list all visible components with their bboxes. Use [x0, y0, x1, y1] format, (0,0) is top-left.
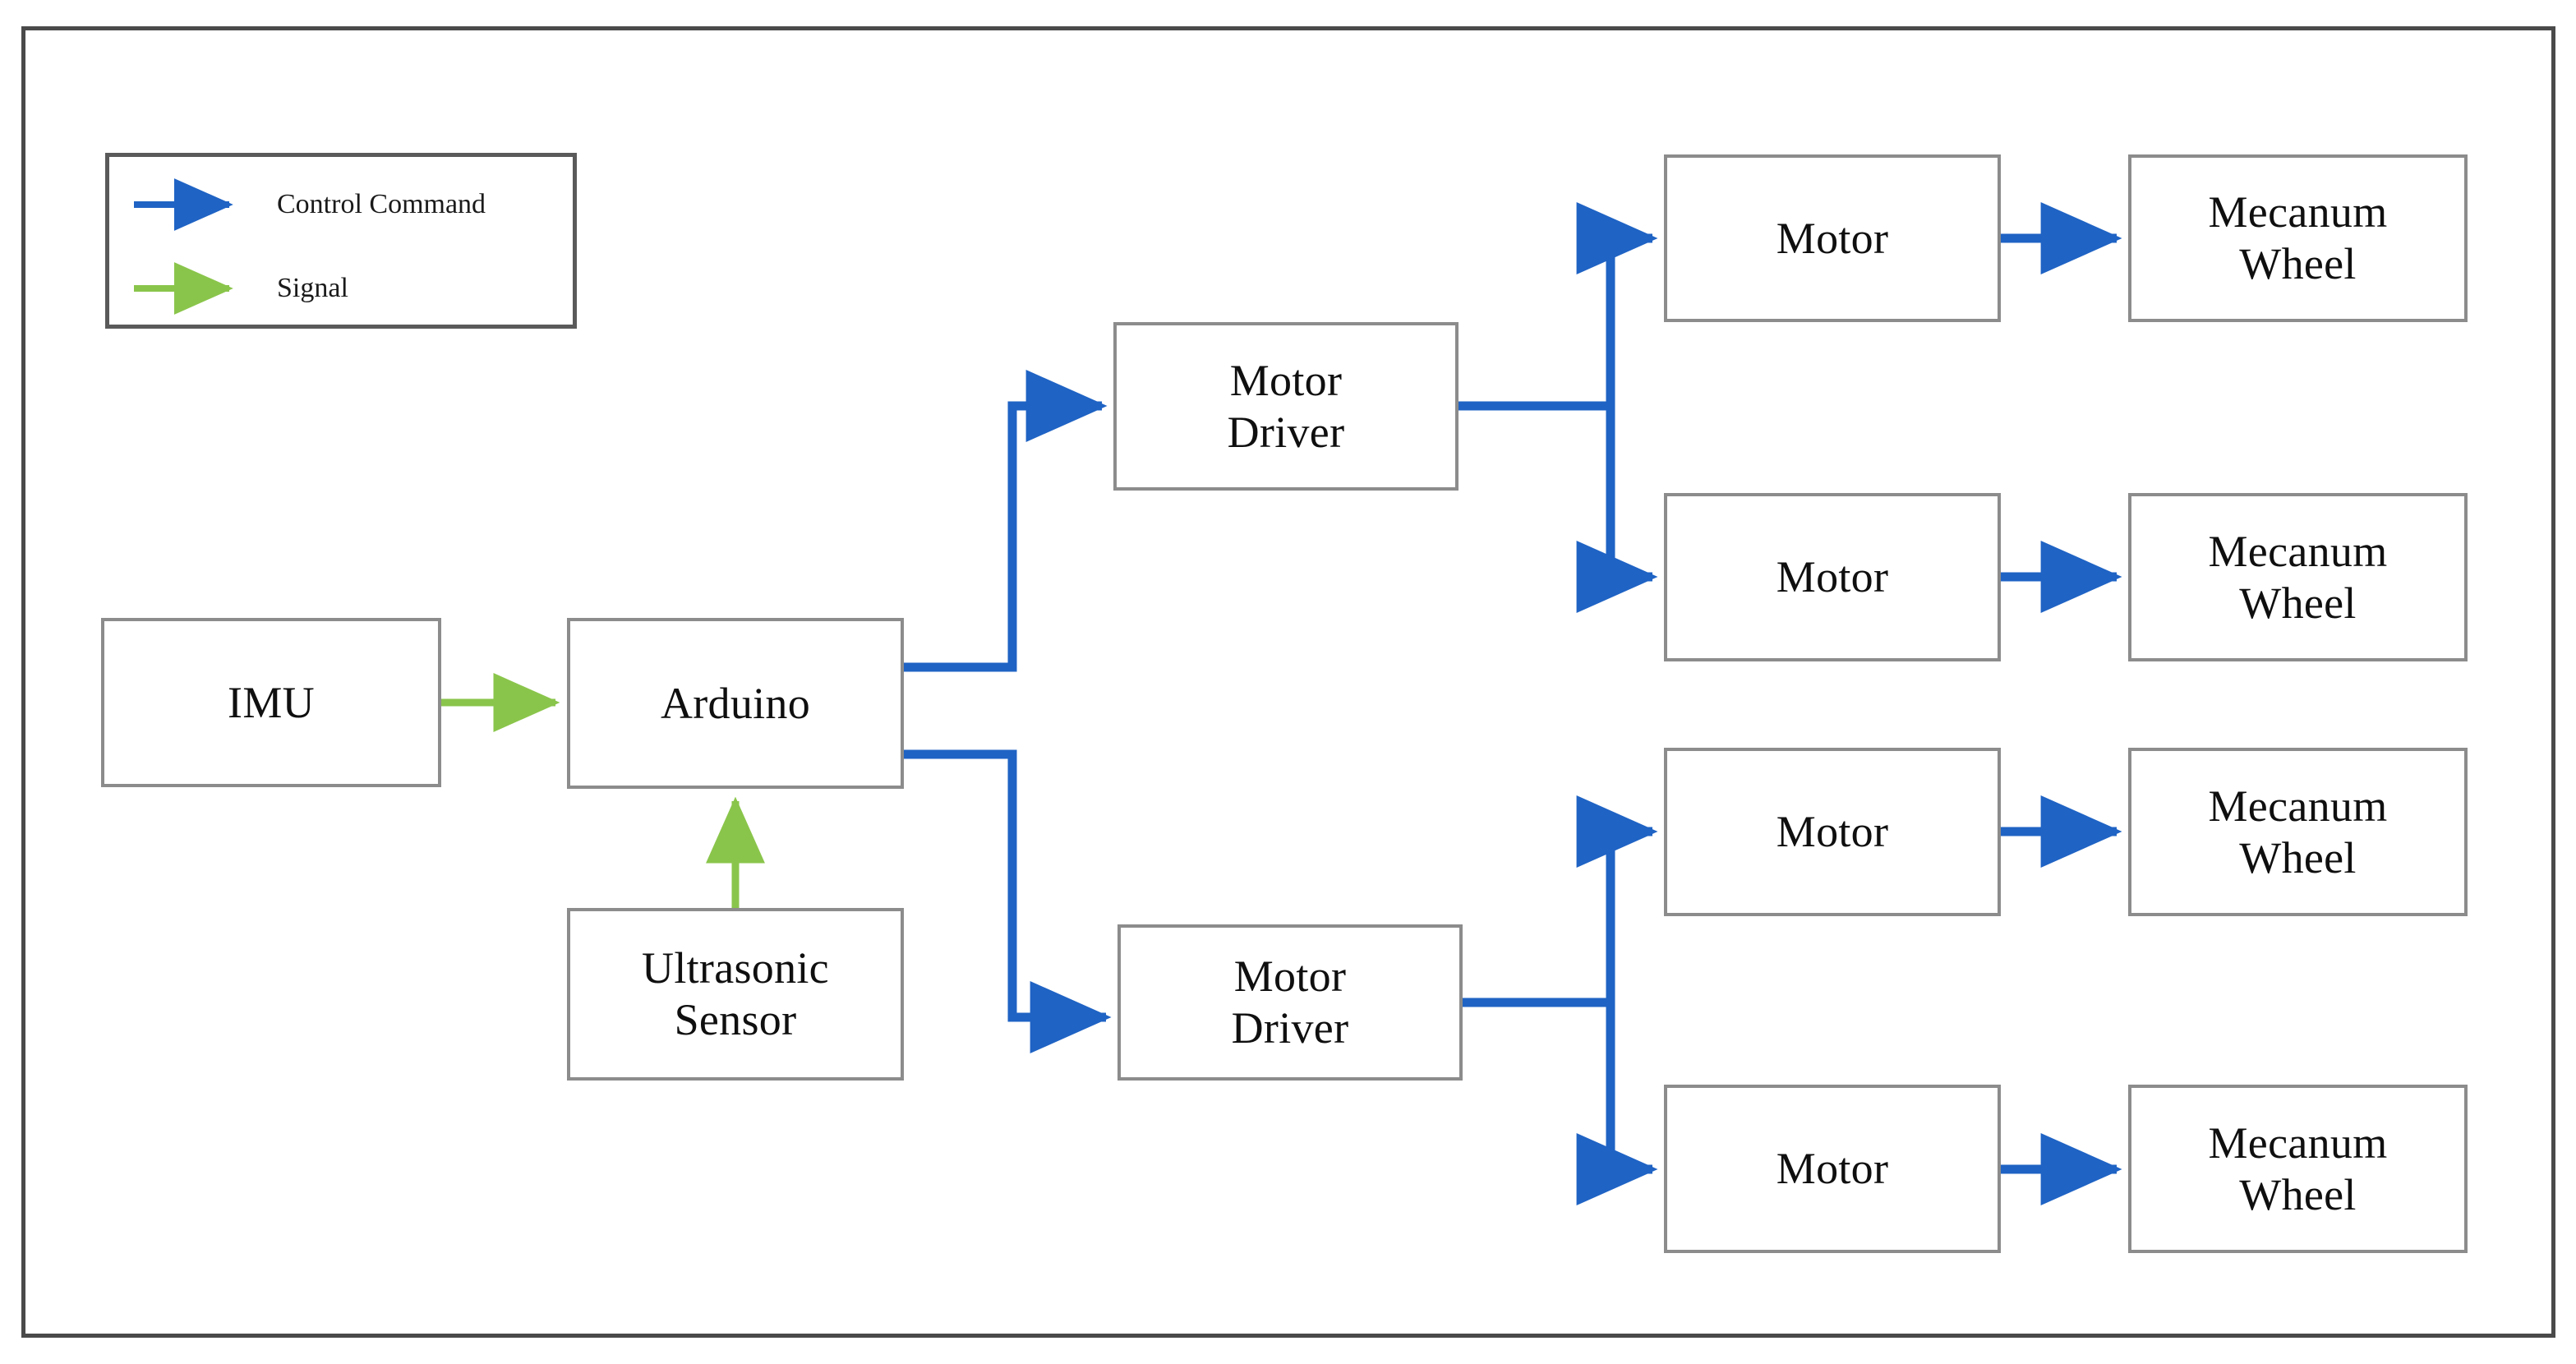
node-imu[interactable]: IMU — [101, 618, 441, 787]
node-motor-driver-bottom[interactable]: Motor Driver — [1117, 924, 1463, 1081]
node-label-motor-4: Motor — [1776, 1144, 1889, 1194]
node-motor-3[interactable]: Motor — [1664, 748, 2001, 916]
signal-arrow-icon — [132, 262, 264, 315]
node-mecanum-wheel-4[interactable]: Mecanum Wheel — [2128, 1085, 2468, 1253]
node-label-imu: IMU — [228, 677, 315, 727]
node-motor-4[interactable]: Motor — [1664, 1085, 2001, 1253]
node-label-motor-2: Motor — [1776, 552, 1889, 602]
node-label-mecanum-wheel-2: Mecanum Wheel — [2208, 526, 2388, 628]
legend-label-signal: Signal — [277, 273, 348, 303]
legend-label-control-command: Control Command — [277, 189, 486, 219]
node-label-motor-1: Motor — [1776, 213, 1889, 263]
node-mecanum-wheel-3[interactable]: Mecanum Wheel — [2128, 748, 2468, 916]
node-ultrasonic-sensor[interactable]: Ultrasonic Sensor — [567, 908, 904, 1081]
legend: Control Command Signal — [105, 153, 577, 329]
node-label-motor-3: Motor — [1776, 807, 1889, 857]
control-command-arrow-icon — [132, 178, 264, 231]
legend-item-control-command: Control Command — [109, 178, 573, 231]
node-label-ultrasonic-sensor: Ultrasonic Sensor — [642, 943, 829, 1044]
node-label-arduino: Arduino — [660, 678, 811, 728]
node-label-mecanum-wheel-1: Mecanum Wheel — [2208, 187, 2388, 288]
node-mecanum-wheel-1[interactable]: Mecanum Wheel — [2128, 154, 2468, 322]
node-arduino[interactable]: Arduino — [567, 618, 904, 789]
node-label-mecanum-wheel-3: Mecanum Wheel — [2208, 781, 2388, 882]
node-label-motor-driver-bottom: Motor Driver — [1231, 952, 1349, 1053]
node-label-mecanum-wheel-4: Mecanum Wheel — [2208, 1117, 2388, 1219]
node-label-motor-driver-top: Motor Driver — [1227, 355, 1345, 457]
node-motor-2[interactable]: Motor — [1664, 493, 2001, 661]
node-mecanum-wheel-2[interactable]: Mecanum Wheel — [2128, 493, 2468, 661]
node-motor-1[interactable]: Motor — [1664, 154, 2001, 322]
node-motor-driver-top[interactable]: Motor Driver — [1113, 322, 1459, 491]
legend-item-signal: Signal — [109, 262, 573, 315]
